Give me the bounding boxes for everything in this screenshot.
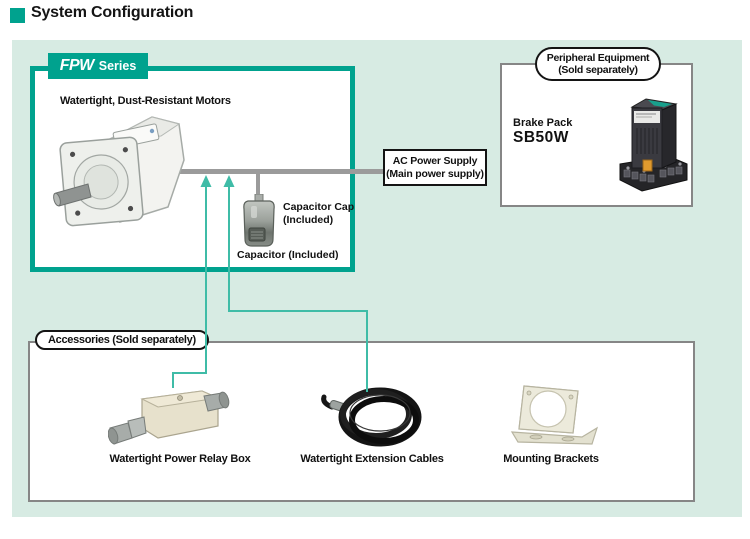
peripheral-title-line2: (Sold separately) [558,64,638,76]
motor-image [53,116,185,227]
brake-pack-name: Brake Pack [513,117,573,129]
capacitor-cap-label-line1: Capacitor Cap [283,201,355,213]
capacitor-cap-label-line2: (Included) [283,214,334,226]
series-name: FPW [59,57,95,74]
capacitor-lead-line [256,174,260,197]
relay-box-image [108,390,230,445]
ac-power-supply-line1: AC Power Supply [392,154,478,167]
section-marker-icon [10,8,25,23]
ac-power-supply-line2: (Main power supply) [386,167,484,180]
capacitor-label: Capacitor (Included) [237,249,339,261]
power-line [150,169,383,174]
capacitor-image [243,194,275,247]
capacitor-cap-label: Capacitor Cap (Included) [283,201,354,227]
ac-power-supply-box: AC Power Supply (Main power supply) [383,149,487,186]
accessory-label-mounting-brackets: Mounting Brackets [503,453,599,465]
series-suffix: Series [98,59,137,73]
accessory-label-relay-box: Watertight Power Relay Box [109,453,251,465]
fpw-series-tab: FPW Series [48,53,148,79]
extension-cable-image [321,387,422,447]
accessory-label-extension-cables: Watertight Extension Cables [300,453,444,465]
peripheral-equipment-title: Peripheral Equipment (Sold separately) [535,47,661,81]
mounting-bracket-image [510,385,599,445]
motors-label: Watertight, Dust-Resistant Motors [60,95,231,107]
accessories-title: Accessories (Sold separately) [35,330,209,350]
page-title: System Configuration [31,4,194,21]
brake-pack-model: SB50W [513,129,569,146]
brake-pack-image [619,98,688,192]
peripheral-title-line1: Peripheral Equipment [546,51,650,64]
